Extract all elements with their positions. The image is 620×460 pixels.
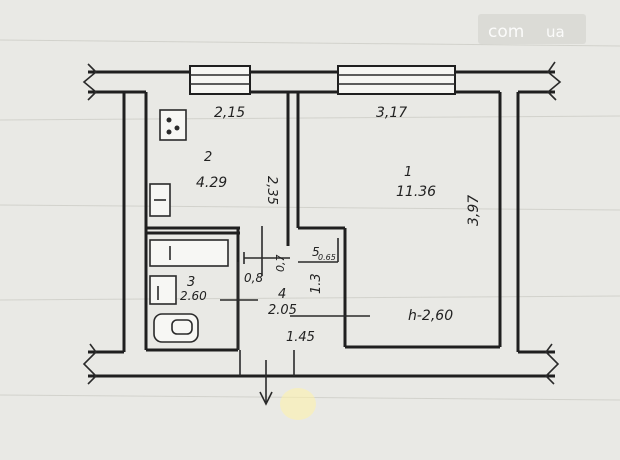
watermark-text: com [488,22,524,42]
interior-walls [146,92,370,406]
room-1-number: 1 [404,165,412,180]
bathtub-icon [149,239,229,267]
hall-width-label: 1.45 [286,330,315,345]
windows [189,65,456,95]
closet-door-label: 0,7 [274,255,287,273]
room-5-number: 5 [312,245,320,259]
room-width-label: 3,17 [376,105,407,121]
door-width-label: 0,8 [244,271,263,285]
room-3-number: 3 [187,275,195,290]
hall-depth-label: 1.3 [309,273,324,294]
room-depth-label: 3,97 [466,195,482,226]
stove-icon [159,109,187,141]
room-3-area: 2.60 [180,289,207,303]
room-4-number: 4 [278,287,286,302]
glow-spot [280,388,316,420]
room-window [337,65,456,95]
kitchen-depth-label: 2,35 [264,176,279,205]
kitchen-window [189,65,251,95]
room-2-number: 2 [204,150,212,165]
watermark-suffix: ua [546,23,565,41]
room-1-area: 11.36 [396,184,436,200]
room-5-area: 0.65 [318,253,336,262]
washbasin-icon [149,275,177,305]
ceiling-height-label: h-2,60 [408,308,453,324]
watermark: com ua [478,14,586,44]
room-4-area: 2.05 [268,303,297,318]
kitchen-width-label: 2,15 [214,105,245,121]
fixtures [149,109,229,343]
room-2-area: 4.29 [196,175,227,191]
labels: 2,15 2 4.29 2,35 3,17 1 11.36 3,97 3 2.6… [180,105,482,345]
